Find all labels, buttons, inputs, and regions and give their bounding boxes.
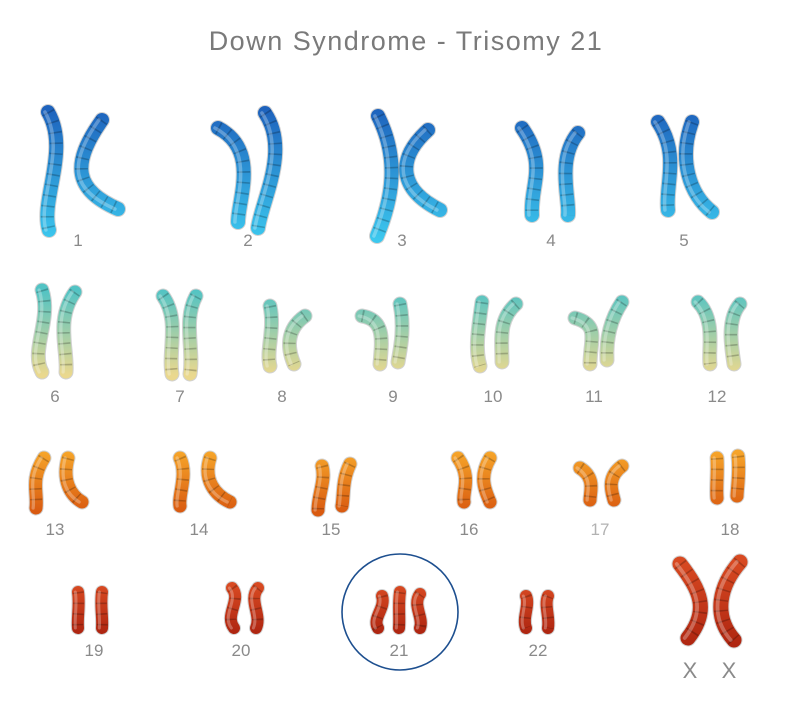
chromosome-22-copy-2 bbox=[539, 589, 556, 635]
chromosome-label-9: 9 bbox=[388, 387, 397, 406]
chromosome-label-22: 22 bbox=[529, 641, 548, 660]
chromosome-13-copy-1 bbox=[28, 450, 52, 516]
chromosome-label-14: 14 bbox=[190, 520, 209, 539]
chromosome-7 bbox=[155, 288, 204, 382]
chromosome-4-copy-1 bbox=[514, 120, 545, 223]
chromosome-17-copy-1 bbox=[572, 460, 599, 508]
chromosome-14 bbox=[172, 450, 238, 514]
chromosome-10-copy-2 bbox=[494, 296, 524, 370]
chromosome-label-12: 12 bbox=[708, 387, 727, 406]
chromosome-12-copy-2 bbox=[723, 296, 748, 372]
chromosome-8-copy-2 bbox=[282, 308, 313, 372]
chromosome-14-copy-2 bbox=[200, 450, 238, 510]
chromosome-19 bbox=[70, 585, 110, 635]
chromosome-21-copy-2 bbox=[392, 585, 407, 635]
chromosome-label-6: 6 bbox=[50, 387, 59, 406]
chromosome-16-copy-1 bbox=[450, 450, 474, 510]
chromosome-label-18: 18 bbox=[721, 520, 740, 539]
chromosome-20 bbox=[223, 581, 265, 635]
chromosome-9-copy-1 bbox=[354, 308, 389, 372]
chromosome-1-copy-2 bbox=[73, 112, 126, 217]
chromosome-3-copy-2 bbox=[398, 122, 448, 218]
sex-chromosomes bbox=[671, 553, 749, 649]
chromosome-16 bbox=[450, 450, 498, 510]
chromosome-label-13: 13 bbox=[46, 520, 65, 539]
chromosome-21 bbox=[369, 585, 428, 635]
chromosome-17-copy-2 bbox=[603, 458, 630, 508]
chromosome-label-8: 8 bbox=[277, 387, 286, 406]
chromosome-2 bbox=[210, 105, 284, 236]
chromosome-2-copy-2 bbox=[250, 105, 284, 236]
chromosome-18-copy-2 bbox=[729, 448, 747, 504]
diagram-title: Down Syndrome - Trisomy 21 bbox=[208, 26, 604, 56]
trisomy-highlight-circle bbox=[341, 553, 459, 671]
chromosome-7-copy-2 bbox=[181, 288, 204, 382]
chromosome-label-1: 1 bbox=[73, 231, 82, 250]
chromosome-label-3: 3 bbox=[397, 231, 406, 250]
chromosome-2-copy-1 bbox=[210, 120, 252, 230]
chromosome-18 bbox=[709, 448, 747, 506]
chromosome-14-copy-1 bbox=[172, 450, 191, 514]
chromosome-15-copy-2 bbox=[334, 456, 358, 514]
chromosome-15 bbox=[310, 456, 358, 518]
chromosome-10-copy-1 bbox=[469, 294, 490, 374]
chromosome-label-7: 7 bbox=[175, 387, 184, 406]
chromosome-6-copy-2 bbox=[56, 284, 83, 380]
chromosome-9-copy-2 bbox=[390, 296, 410, 370]
chromosome-7-copy-1 bbox=[155, 288, 180, 382]
chromosome-15-copy-1 bbox=[310, 458, 331, 518]
chromosome-11-copy-1 bbox=[567, 310, 600, 372]
chromosome-label-17: 17 bbox=[591, 520, 610, 539]
chromosome-8-copy-1 bbox=[261, 298, 280, 374]
chromosome-20-copy-2 bbox=[247, 581, 265, 635]
chromosome-11 bbox=[567, 294, 630, 372]
x-chromosome-copy-2 bbox=[712, 553, 749, 649]
chromosome-21-copy-3 bbox=[410, 587, 428, 635]
chromosome-9 bbox=[354, 296, 410, 372]
chromosome-13 bbox=[28, 450, 90, 516]
chromosome-17 bbox=[572, 458, 630, 508]
chromosome-6 bbox=[30, 282, 83, 380]
chromosome-22 bbox=[517, 589, 556, 635]
chromosome-5-copy-1 bbox=[650, 114, 679, 218]
sex-chromosome-label-1: X bbox=[683, 658, 698, 683]
chromosome-label-21: 21 bbox=[390, 641, 409, 660]
chromosome-label-4: 4 bbox=[546, 231, 555, 250]
chromosome-label-15: 15 bbox=[322, 520, 341, 539]
chromosome-1 bbox=[39, 104, 126, 238]
chromosome-16-copy-2 bbox=[476, 450, 498, 510]
chromosome-11-copy-2 bbox=[599, 294, 630, 368]
chromosome-10 bbox=[469, 294, 524, 374]
sex-chromosome-label-2: X bbox=[722, 658, 737, 683]
chromosome-label-10: 10 bbox=[484, 387, 503, 406]
chromosome-21-copy-1 bbox=[369, 589, 390, 635]
chromosome-4-copy-2 bbox=[557, 125, 586, 223]
chromosome-3-copy-1 bbox=[369, 108, 400, 244]
chromosome-19-copy-2 bbox=[94, 585, 110, 635]
chromosome-6-copy-1 bbox=[30, 282, 53, 380]
chromosome-label-16: 16 bbox=[460, 520, 479, 539]
chromosome-18-copy-1 bbox=[709, 450, 725, 506]
chromosome-12 bbox=[690, 294, 748, 372]
chromosome-8 bbox=[261, 298, 313, 374]
chromosome-12-copy-1 bbox=[690, 294, 718, 372]
chromosome-label-5: 5 bbox=[679, 231, 688, 250]
chromosome-19-copy-1 bbox=[70, 585, 86, 635]
chromosome-label-19: 19 bbox=[85, 641, 104, 660]
chromosome-5-copy-2 bbox=[678, 114, 720, 220]
chromosome-13-copy-2 bbox=[58, 450, 90, 510]
x-chromosome-copy-1 bbox=[671, 555, 709, 647]
chromosome-3 bbox=[369, 108, 448, 244]
chromosome-4 bbox=[514, 120, 586, 223]
chromosome-22-copy-1 bbox=[517, 589, 535, 635]
chromosome-5 bbox=[650, 114, 720, 220]
chromosome-20-copy-1 bbox=[223, 581, 243, 635]
chromosome-1-copy-1 bbox=[39, 104, 65, 238]
chromosome-label-20: 20 bbox=[232, 641, 251, 660]
chromosome-label-2: 2 bbox=[243, 231, 252, 250]
chromosome-label-11: 11 bbox=[585, 387, 603, 406]
